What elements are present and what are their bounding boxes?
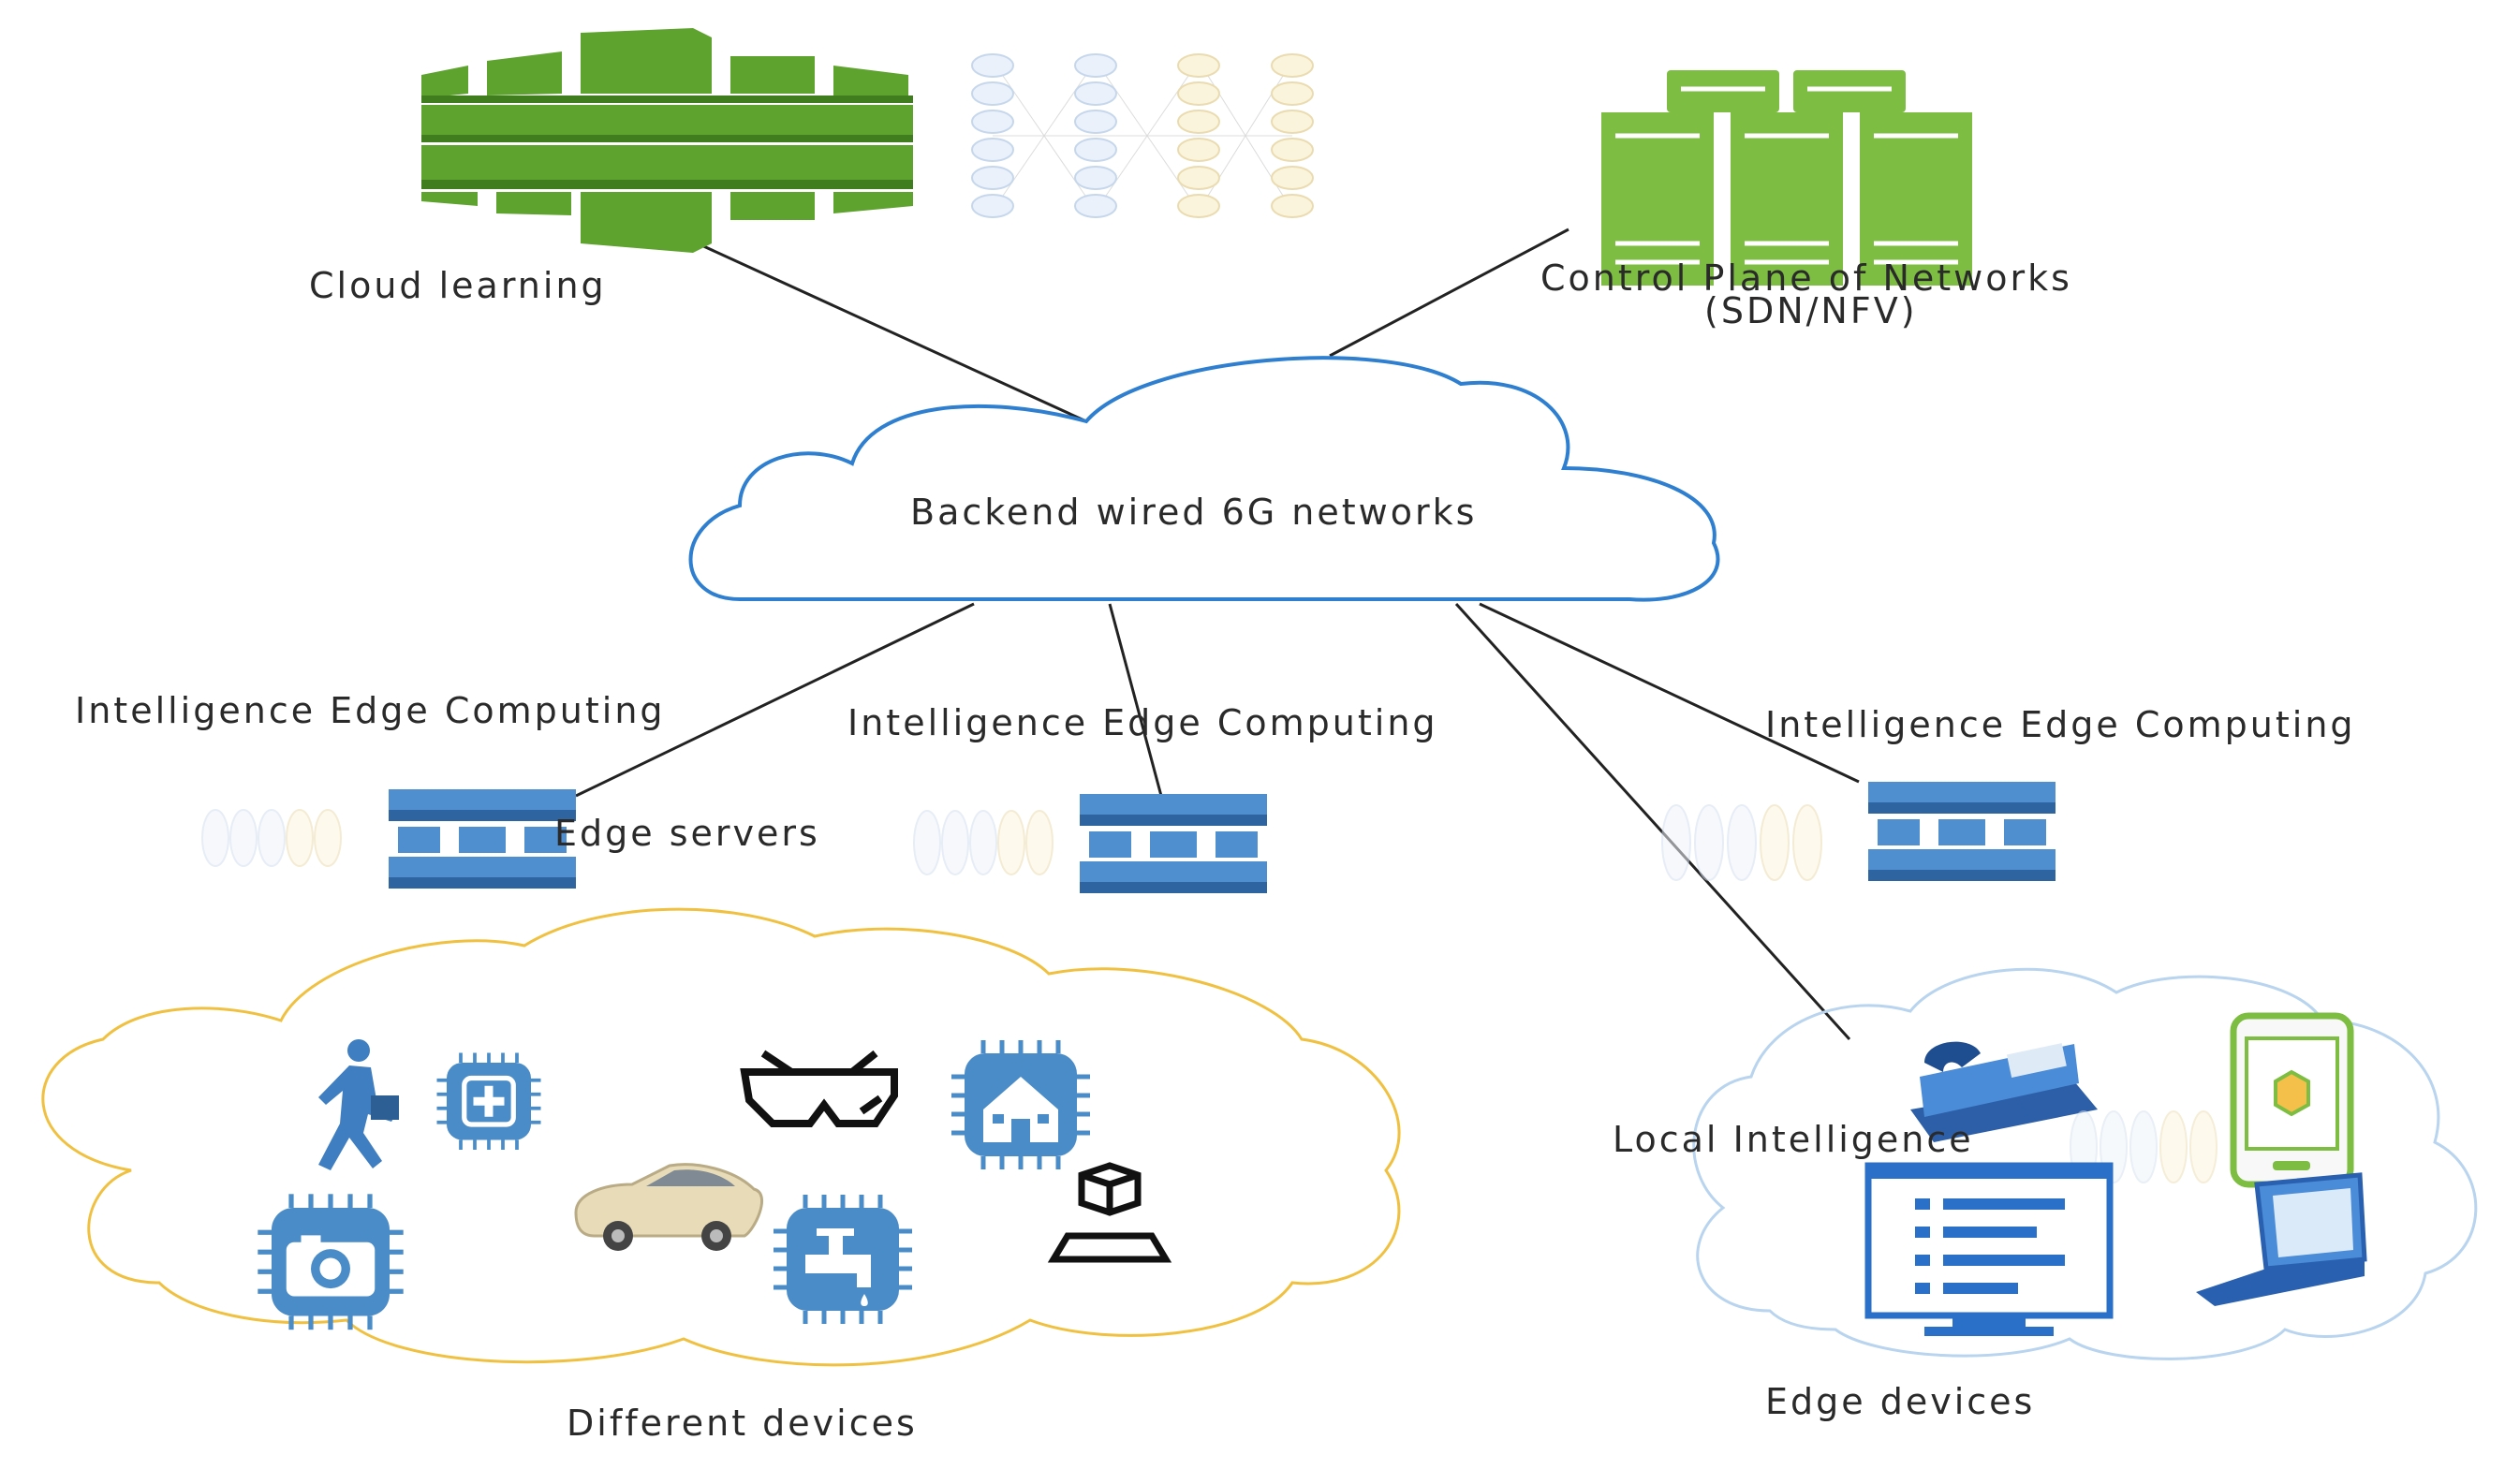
- server-rack-icon: [1601, 70, 1972, 286]
- smart-home-chip-icon: [951, 1040, 1090, 1169]
- iec-right-label: Intelligence Edge Computing: [1765, 704, 2356, 745]
- neural-network-icon: [971, 53, 1314, 218]
- cloud-learning-label: Cloud learning: [309, 265, 607, 306]
- edge-server-icon: [1080, 794, 1267, 893]
- edge-devices-label: Edge devices: [1765, 1381, 2035, 1422]
- edge-servers-label: Edge servers: [554, 813, 820, 854]
- link-edge-right: [1479, 602, 1860, 784]
- backend-cloud: [688, 356, 1720, 602]
- local-intelligence-label: Local Intelligence: [1613, 1119, 1974, 1160]
- laptop-icon: [2196, 1172, 2367, 1306]
- camera-chip-icon: [258, 1194, 403, 1330]
- link-local-intelligence: [1454, 602, 1851, 1041]
- telephone-icon: [1910, 1041, 2098, 1142]
- smartphone-icon: [2230, 1012, 2354, 1188]
- control-plane-sublabel: (SDN/NFV): [1704, 290, 1918, 331]
- iec-middle-label: Intelligence Edge Computing: [847, 702, 1438, 743]
- connection-lines: [575, 228, 1860, 1041]
- different-devices-label: Different devices: [567, 1403, 918, 1444]
- control-plane-label: Control Plane of Networks: [1540, 257, 2072, 299]
- medical-chip-icon: [435, 1051, 543, 1152]
- walking-person-icon: [318, 1039, 399, 1170]
- monitor-icon: [1864, 1162, 2114, 1336]
- link-cloud-learning: [666, 228, 1087, 423]
- aws-green-stack-icon: [421, 28, 913, 253]
- edge-devices-cloud: [1692, 967, 2478, 1360]
- neural-network-icon: [201, 804, 1822, 881]
- iec-left-label: Intelligence Edge Computing: [75, 690, 666, 731]
- devices-cloud: [41, 907, 1401, 1367]
- backend-label: Backend wired 6G networks: [910, 492, 1477, 533]
- vr-glasses-icon: [740, 1050, 898, 1127]
- water-tap-chip-icon: [774, 1195, 912, 1324]
- link-control-plane: [1329, 228, 1569, 358]
- edge-server-icon: [389, 789, 576, 889]
- edge-server-icon: [1868, 782, 2056, 881]
- car-icon: [574, 1163, 764, 1251]
- 3d-printer-icon: [1047, 1162, 1172, 1263]
- link-edge-left: [575, 602, 975, 798]
- link-edge-middle: [1108, 603, 1163, 797]
